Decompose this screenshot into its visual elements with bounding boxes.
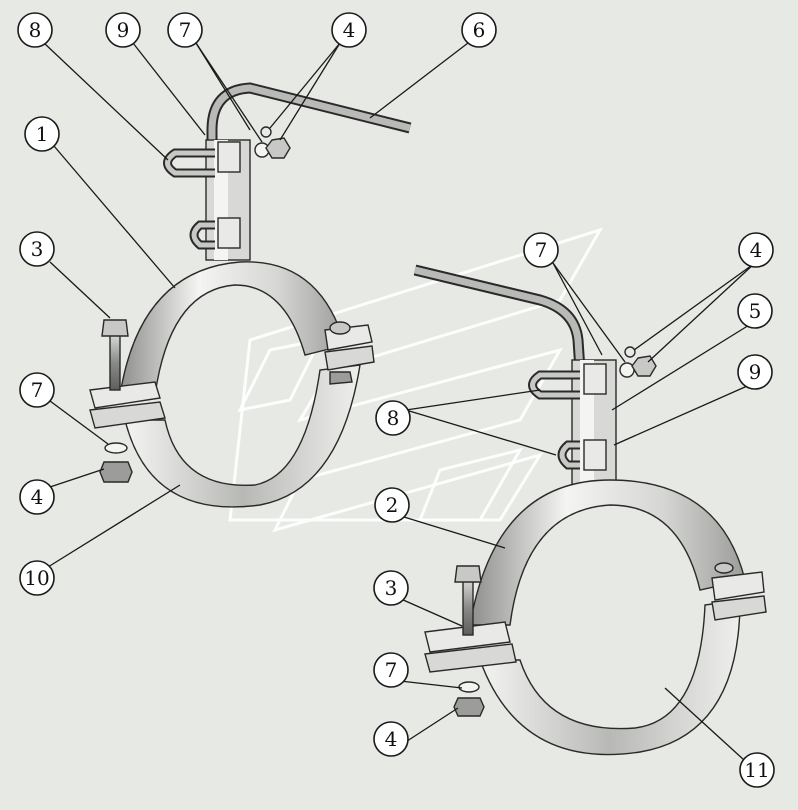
- flange-left-bottom: [89, 401, 166, 429]
- svg-text:7: 7: [179, 18, 192, 42]
- flange-right-bottom: [324, 345, 375, 371]
- svg-text:9: 9: [117, 18, 130, 42]
- callout-7-top-left: 7: [167, 12, 203, 48]
- flange-right-clamp-top: [424, 621, 511, 653]
- svg-text:1: 1: [36, 122, 49, 146]
- svg-text:5: 5: [749, 299, 762, 323]
- leader-lines: [43, 42, 756, 761]
- callouts: 8 9 7 4 6 1 3 7 4 10 7 4 5 9 8 2 3 7 4 1…: [17, 12, 775, 788]
- svg-text:3: 3: [385, 576, 398, 600]
- svg-text:4: 4: [750, 238, 763, 262]
- bolt-right: [462, 579, 474, 636]
- callout-2: 2: [374, 487, 410, 523]
- right-clamp: [413, 264, 767, 756]
- svg-text:8: 8: [387, 406, 400, 430]
- callout-6: 6: [461, 12, 497, 48]
- svg-text:2: 2: [386, 493, 399, 517]
- clamp-band-upper-left: [119, 261, 346, 396]
- svg-text:9: 9: [749, 360, 762, 384]
- washer-left: [104, 442, 128, 454]
- svg-text:7: 7: [535, 238, 548, 262]
- nut-left: [99, 461, 133, 483]
- callout-4-top-left: 4: [331, 12, 367, 48]
- callout-7-bottom-right: 7: [373, 652, 409, 688]
- callout-7-right: 7: [523, 232, 559, 268]
- nut-right: [453, 697, 485, 717]
- callout-10: 10: [19, 560, 55, 596]
- svg-text:10: 10: [24, 566, 49, 590]
- nut-top-left: [265, 137, 291, 159]
- clamp-band-lower-left: [124, 364, 361, 508]
- callout-7-left: 7: [19, 372, 55, 408]
- svg-text:7: 7: [31, 378, 44, 402]
- callout-3-left: 3: [19, 231, 55, 267]
- callout-4-left: 4: [19, 479, 55, 515]
- callout-1: 1: [24, 116, 60, 152]
- callout-9-right: 9: [737, 354, 773, 390]
- callout-8-top-left: 8: [17, 12, 53, 48]
- callout-4-right: 4: [738, 232, 774, 268]
- callout-5: 5: [737, 293, 773, 329]
- callout-4-bottom-right: 4: [373, 721, 409, 757]
- svg-text:3: 3: [31, 237, 44, 261]
- svg-text:4: 4: [385, 727, 398, 751]
- svg-text:7: 7: [385, 658, 398, 682]
- svg-text:4: 4: [343, 18, 356, 42]
- nut-top-right: [631, 355, 657, 377]
- callout-11: 11: [739, 752, 775, 788]
- washer-right: [458, 681, 480, 693]
- callout-3-right: 3: [373, 570, 409, 606]
- bolt-left: [109, 334, 121, 391]
- svg-text:11: 11: [744, 758, 769, 782]
- flange-left-top: [89, 381, 161, 409]
- svg-text:6: 6: [473, 18, 486, 42]
- clamp-band-lower-right: [479, 599, 741, 756]
- callout-8-right: 8: [375, 400, 411, 436]
- callout-9-top-left: 9: [105, 12, 141, 48]
- left-clamp: [89, 82, 412, 508]
- svg-text:8: 8: [29, 18, 42, 42]
- svg-text:4: 4: [31, 485, 44, 509]
- flange-right-clamp-bottom: [424, 643, 517, 673]
